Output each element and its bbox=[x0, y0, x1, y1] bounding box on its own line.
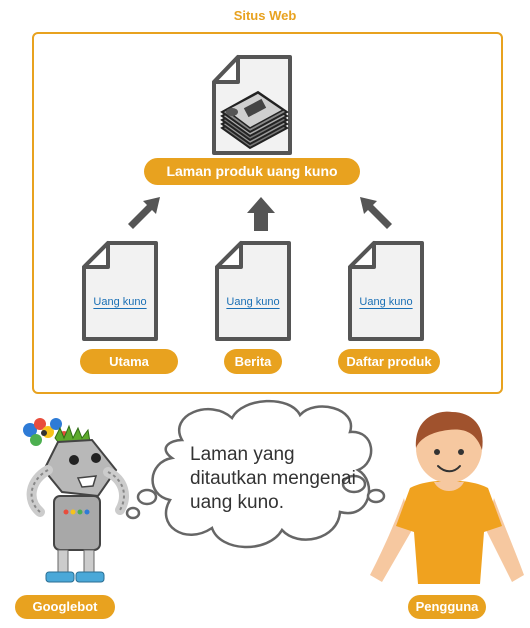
money-stack-icon bbox=[220, 90, 289, 150]
home-page-link-text[interactable]: Uang kuno bbox=[93, 296, 147, 308]
news-page-label: Berita bbox=[224, 349, 282, 374]
googlebot-label: Googlebot bbox=[15, 595, 115, 619]
googlebot-robot-icon bbox=[23, 418, 129, 583]
arrow-up-right bbox=[128, 197, 160, 229]
news-page-document-icon bbox=[215, 241, 291, 341]
website-frame bbox=[32, 32, 503, 394]
arrow-up-left bbox=[360, 197, 392, 229]
site-title: Situs Web bbox=[233, 8, 297, 23]
product-list-document-icon bbox=[348, 241, 424, 341]
home-page-document-icon bbox=[82, 241, 158, 341]
user-label: Pengguna bbox=[408, 595, 486, 619]
product-list-link-text[interactable]: Uang kuno bbox=[359, 296, 413, 308]
arrow-up bbox=[247, 197, 275, 231]
target-page-label: Laman produk uang kuno bbox=[144, 158, 360, 185]
thought-bubble-text: Laman yang ditautkan mengenai uang kuno. bbox=[190, 444, 356, 513]
thought-bubble bbox=[125, 399, 386, 549]
user-person-icon bbox=[370, 411, 524, 584]
home-page-label: Utama bbox=[80, 349, 178, 374]
news-page-link-text[interactable]: Uang kuno bbox=[226, 296, 280, 308]
product-list-page-label: Daftar produk bbox=[338, 349, 440, 374]
